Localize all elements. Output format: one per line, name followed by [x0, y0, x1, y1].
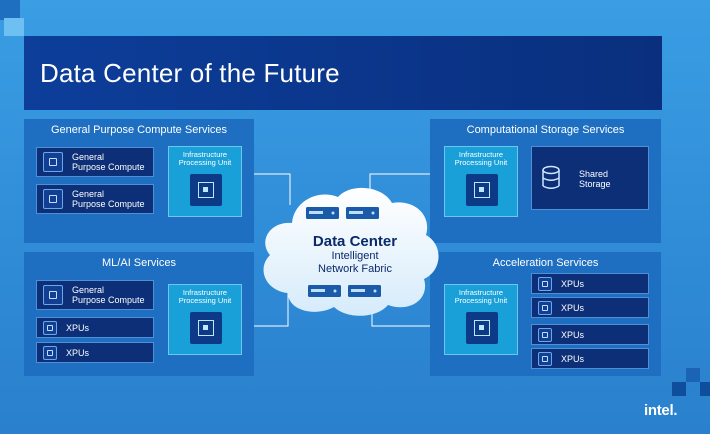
server-row — [306, 207, 379, 219]
ipu-label: Infrastructure Processing Unit — [178, 288, 232, 305]
server-row — [308, 285, 381, 297]
processor-icon — [43, 285, 63, 305]
xpu-card: XPUs — [531, 348, 649, 369]
processor-icon — [43, 345, 57, 360]
chip-icon — [190, 174, 222, 206]
corner-square — [0, 0, 20, 20]
corner-square — [672, 382, 686, 396]
ipu-block: Infrastructure Processing Unit — [168, 284, 242, 355]
ipu-block: Infrastructure Processing Unit — [444, 146, 518, 217]
processor-icon — [43, 152, 63, 172]
shared-storage-block: Shared Storage — [531, 146, 649, 210]
panel-title: ML/AI Services — [102, 257, 176, 269]
xpu-card: XPUs — [531, 273, 649, 294]
compute-card: General Purpose Compute — [36, 147, 154, 177]
chip-icon — [466, 312, 498, 344]
server-icon — [346, 207, 379, 219]
corner-square — [686, 368, 700, 382]
cloud-shape — [263, 187, 439, 316]
processor-icon — [538, 300, 552, 315]
ipu-block: Infrastructure Processing Unit — [444, 284, 518, 355]
xpu-card: XPUs — [36, 342, 154, 363]
ipu-label: Infrastructure Processing Unit — [454, 150, 508, 167]
xpu-card: XPUs — [531, 324, 649, 345]
xpu-card: XPUs — [531, 297, 649, 318]
compute-card-label: General Purpose Compute — [72, 285, 145, 305]
server-icon — [306, 207, 339, 219]
panel-title: Acceleration Services — [492, 257, 599, 269]
title-banner — [24, 36, 662, 110]
compute-card-label: General Purpose Compute — [72, 189, 145, 209]
cloud-subtitle: Network Fabric — [318, 263, 392, 275]
connector-line-ml — [242, 290, 289, 327]
corner-square — [4, 18, 24, 36]
xpu-card-label: XPUs — [561, 278, 585, 289]
xpu-card-label: XPUs — [66, 347, 90, 358]
panel-title: Computational Storage Services — [466, 124, 625, 136]
xpu-card-label: XPUs — [561, 353, 585, 364]
ipu-block: Infrastructure Processing Unit — [168, 146, 242, 217]
processor-icon — [538, 276, 552, 291]
processor-icon — [43, 320, 57, 335]
page-title: Data Center of the Future — [40, 58, 340, 88]
server-icon — [348, 285, 381, 297]
intel-logo: intel. — [644, 402, 678, 419]
xpu-card-label: XPUs — [66, 322, 90, 333]
chip-icon — [466, 174, 498, 206]
processor-icon — [538, 327, 552, 342]
xpu-card-label: XPUs — [561, 302, 585, 313]
compute-card: General Purpose Compute — [36, 280, 154, 310]
xpu-card-label: XPUs — [561, 329, 585, 340]
corner-square — [700, 382, 710, 396]
xpu-card: XPUs — [36, 317, 154, 338]
processor-icon — [43, 189, 63, 209]
ipu-label: Infrastructure Processing Unit — [178, 150, 232, 167]
shared-storage-label: Shared Storage — [579, 169, 611, 189]
compute-card: General Purpose Compute — [36, 184, 154, 214]
database-icon — [542, 165, 560, 189]
cloud-title: Data Center — [312, 233, 398, 250]
ipu-label: Infrastructure Processing Unit — [454, 288, 508, 305]
cloud-subtitle: Intelligent — [331, 250, 379, 262]
server-icon — [308, 285, 341, 297]
panel-title: General Purpose Compute Services — [50, 124, 228, 136]
connector-line-gp — [242, 173, 291, 205]
processor-icon — [538, 351, 552, 366]
compute-card-label: General Purpose Compute — [72, 152, 145, 172]
chip-icon — [190, 312, 222, 344]
